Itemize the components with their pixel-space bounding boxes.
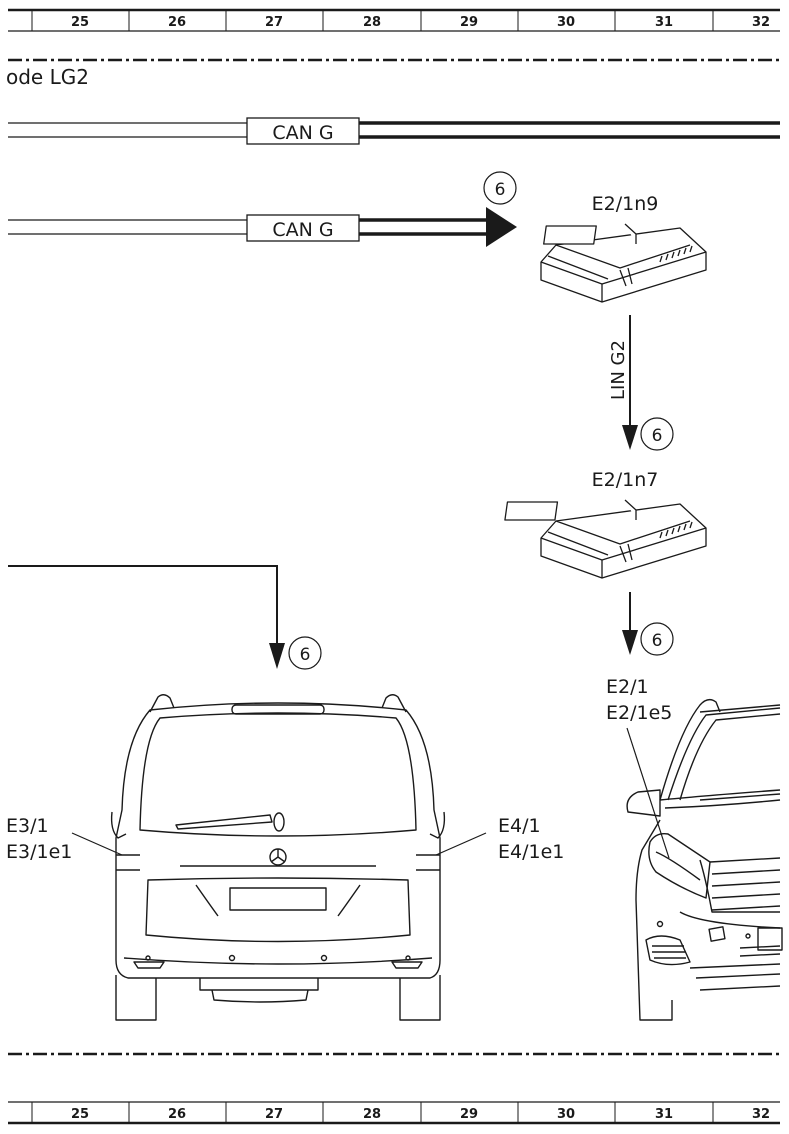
can-arrow-head — [486, 207, 517, 247]
can-bus-top: CAN G — [8, 117, 780, 145]
can-callout: 6 — [495, 180, 506, 200]
section-title: ode LG2 — [6, 65, 89, 89]
grid-col-26-bottom: 26 — [168, 1107, 186, 1122]
lin-arrow-head — [622, 425, 638, 450]
can-top-label: CAN G — [272, 122, 333, 144]
grid-col-30-bottom: 30 — [557, 1107, 575, 1122]
rear-right-label-1: E4/1 — [498, 815, 541, 837]
grid-col-32-bottom: 32 — [752, 1107, 770, 1122]
top-grid-ruler: 25 26 27 28 29 30 31 32 — [8, 8, 780, 32]
module-callout: 6 — [652, 631, 663, 651]
module-upper-label: E2/1n9 — [592, 193, 659, 215]
grid-col-27: 27 — [265, 15, 283, 30]
bottom-grid-ruler: 25 26 27 28 29 30 31 32 — [8, 1101, 780, 1125]
rear-callout: 6 — [300, 645, 311, 665]
module-lower-label: E2/1n7 — [592, 469, 659, 491]
grid-col-25-bottom: 25 — [71, 1107, 89, 1122]
can-mid-label: CAN G — [272, 219, 333, 241]
lin-bus: LIN G2 6 — [608, 315, 674, 451]
grid-col-31-bottom: 31 — [655, 1107, 673, 1122]
grid-col-29: 29 — [460, 15, 478, 30]
grid-col-32: 32 — [752, 15, 770, 30]
grid-col-28: 28 — [363, 15, 381, 30]
module-lower: E2/1n7 — [504, 469, 707, 579]
grid-col-25: 25 — [71, 15, 89, 30]
grid-col-31: 31 — [655, 15, 673, 30]
rear-right-label-2: E4/1e1 — [498, 841, 564, 863]
rear-left-label-2: E3/1e1 — [6, 841, 72, 863]
front-vehicle — [626, 698, 783, 1021]
lin-callout: 6 — [652, 426, 663, 446]
grid-col-30: 30 — [557, 15, 575, 30]
lin-label: LIN G2 — [608, 340, 629, 400]
grid-col-27-bottom: 27 — [265, 1107, 283, 1122]
grid-col-29-bottom: 29 — [460, 1107, 478, 1122]
can-bus-branch: CAN G 6 — [8, 171, 517, 247]
rear-left-label-1: E3/1 — [6, 815, 49, 837]
module-to-front-arrow: 6 — [622, 592, 674, 656]
front-label-1: E2/1 — [606, 676, 649, 698]
module-upper: E2/1n9 — [540, 193, 707, 303]
rear-feed-line: 6 — [8, 565, 322, 670]
grid-col-26: 26 — [168, 15, 186, 30]
grid-col-28-bottom: 28 — [363, 1107, 381, 1122]
front-label-2: E2/1e5 — [606, 702, 672, 724]
rear-vehicle — [110, 694, 446, 1021]
